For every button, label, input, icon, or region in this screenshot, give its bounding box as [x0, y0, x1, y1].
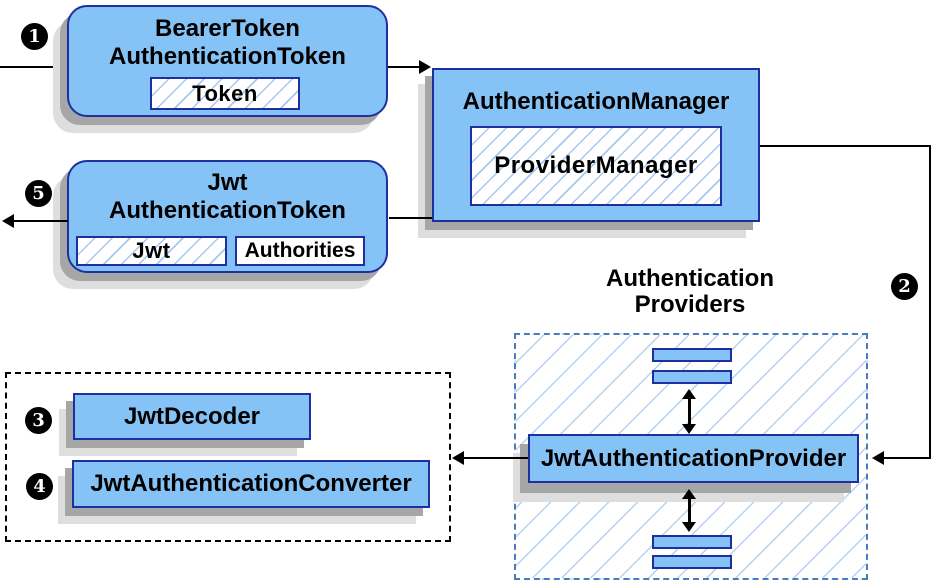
authorities-field-label: Authorities	[244, 239, 356, 262]
flow-line-manager-to-provider-bottom	[884, 457, 930, 459]
jwt-token-title-line2: AuthenticationToken	[109, 197, 346, 224]
double-arrow-bottom-down-icon	[682, 522, 696, 532]
jwt-decoder-node: JwtDecoder	[73, 393, 311, 440]
jwt-token-title-line1: Jwt	[207, 169, 248, 196]
decoder-converter-group	[5, 372, 451, 542]
other-provider-stack-top-1	[652, 348, 732, 362]
arrow-provider-to-decoder-head-icon	[452, 451, 464, 465]
step-4-badge: 4	[26, 473, 53, 500]
jwt-authentication-converter-node: JwtAuthenticationConverter	[72, 460, 430, 508]
flow-line-manager-to-provider-vertical	[929, 145, 931, 459]
authentication-providers-label: Authentication Providers	[586, 266, 794, 318]
bearer-token-title-line1: BearerToken	[155, 15, 300, 42]
other-provider-stack-bottom-1	[652, 535, 732, 549]
authentication-providers-label-line1: Authentication	[606, 265, 774, 292]
authentication-manager-title: AuthenticationManager	[462, 88, 730, 115]
double-arrow-bottom-line	[688, 497, 691, 524]
step-1-number: 1	[28, 26, 41, 47]
bearer-token-title-line2: AuthenticationToken	[109, 43, 346, 70]
step-2-number: 2	[898, 276, 911, 297]
step-1-badge: 1	[21, 23, 48, 50]
step-5-badge: 5	[25, 180, 52, 207]
flow-manager-to-provider-head-icon	[872, 451, 884, 465]
other-provider-stack-top-2	[652, 370, 732, 384]
other-provider-stack-bottom-2	[652, 555, 732, 569]
jwt-field: Jwt	[76, 236, 227, 266]
provider-manager-node: ProviderManager	[470, 126, 722, 206]
jwt-field-label: Jwt	[132, 238, 171, 263]
step-4-number: 4	[33, 476, 46, 497]
double-arrow-top-up-icon	[682, 389, 696, 399]
flow-line-result-out	[14, 220, 68, 222]
token-field: Token	[150, 77, 300, 110]
provider-manager-label: ProviderManager	[494, 152, 698, 179]
jwt-decoder-label: JwtDecoder	[123, 402, 261, 430]
jwt-authentication-converter-label: JwtAuthenticationConverter	[90, 470, 412, 497]
double-arrow-bottom-up-icon	[682, 489, 696, 499]
jwt-authentication-provider-label: JwtAuthenticationProvider	[540, 444, 847, 472]
flow-line-manager-to-jwt-token	[389, 217, 432, 219]
authorities-field: Authorities	[235, 236, 365, 266]
arrow-provider-to-decoder-line	[464, 457, 528, 459]
double-arrow-top-down-icon	[682, 424, 696, 434]
step-2-badge: 2	[891, 273, 918, 300]
double-arrow-top-line	[688, 397, 691, 426]
arrow-bearer-to-manager-line	[388, 66, 421, 68]
step-3-badge: 3	[25, 407, 52, 434]
step-3-number: 3	[32, 410, 45, 431]
flow-result-out-head-icon	[2, 214, 14, 228]
token-field-label: Token	[192, 80, 258, 106]
flow-line-request-in	[0, 66, 67, 68]
step-5-number: 5	[32, 183, 45, 204]
flow-line-manager-to-provider-top	[760, 145, 931, 147]
authentication-providers-label-line2: Providers	[634, 291, 746, 318]
arrow-bearer-to-manager-head-icon	[419, 60, 431, 74]
jwt-authentication-provider-node: JwtAuthenticationProvider	[528, 434, 859, 483]
